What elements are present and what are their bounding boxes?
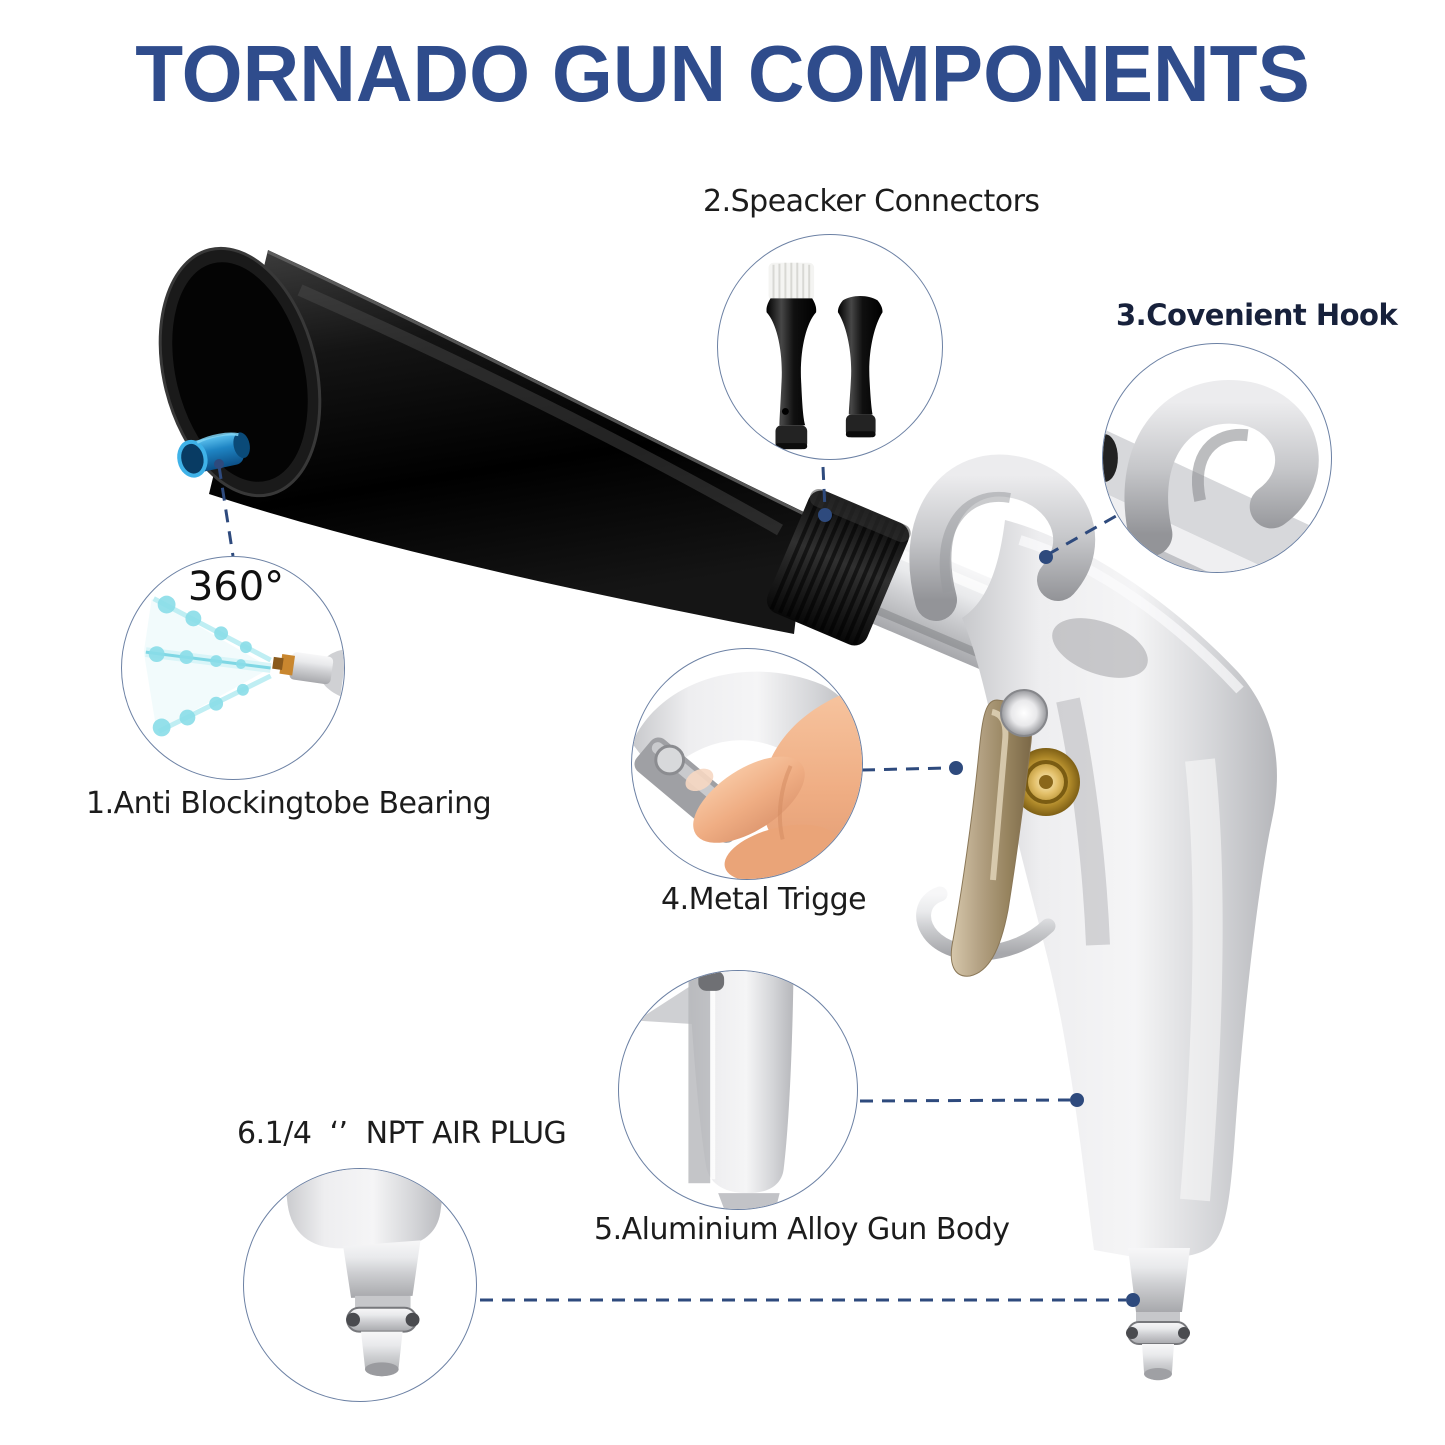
label-aluminium-body: 5.Aluminium Alloy Gun Body bbox=[594, 1212, 1010, 1247]
label-metal-trigger: 4.Metal Trigge bbox=[661, 882, 867, 917]
gun-body-illustration bbox=[636, 971, 794, 1209]
degree-annotation: 360° bbox=[187, 564, 285, 610]
callout-line-trigger bbox=[861, 766, 949, 772]
trigger-hand-illustration bbox=[632, 671, 862, 879]
spray-360-illustration bbox=[143, 595, 344, 737]
plug-body bbox=[283, 1169, 447, 1249]
callout-circle-trigger bbox=[631, 648, 863, 880]
hook-curve bbox=[1124, 380, 1319, 557]
callout-circle-body bbox=[618, 970, 858, 1210]
callout-circle-hook bbox=[1102, 343, 1332, 573]
page-title: TORNADO GUN COMPONENTS bbox=[135, 29, 1310, 118]
callout-dots bbox=[214, 459, 1140, 1307]
callout-circle-airplug bbox=[243, 1168, 477, 1402]
connector-with-brush bbox=[766, 262, 817, 450]
anti-blocking-tube bbox=[177, 432, 250, 478]
air-plug bbox=[1126, 1248, 1190, 1381]
callout-lines bbox=[217, 465, 1126, 1302]
trigger-guard bbox=[916, 886, 1056, 961]
connectors-illustration bbox=[766, 262, 883, 450]
callout-circle-connectors bbox=[717, 234, 943, 460]
trigger-pin bbox=[1000, 689, 1048, 737]
thumb bbox=[693, 756, 805, 843]
callout-line-hook bbox=[1046, 514, 1117, 557]
hook-illustration bbox=[1103, 380, 1331, 572]
metal-trigger bbox=[950, 689, 1080, 977]
callout-line-bearing bbox=[217, 465, 235, 557]
callout-line-connectors bbox=[821, 466, 827, 511]
label-npt-air-plug: 6.1/4 ‘’ NPT AIR PLUG bbox=[237, 1116, 567, 1151]
funnel-nozzle bbox=[158, 246, 808, 634]
label-convenient-hook: 3.Covenient Hook bbox=[1116, 298, 1398, 332]
callout-line-body bbox=[859, 1098, 1071, 1103]
funnel-opening bbox=[158, 246, 322, 498]
ribbed-collar bbox=[766, 488, 911, 646]
spray-nozzle bbox=[272, 649, 344, 697]
label-anti-blocking-bearing: 1.Anti Blockingtobe Bearing bbox=[86, 786, 492, 821]
spray-rays bbox=[145, 595, 272, 737]
label-speaker-connectors: 2.Speacker Connectors bbox=[703, 184, 1040, 219]
connector-plain bbox=[837, 295, 883, 438]
callout-circle-bearing bbox=[121, 556, 345, 780]
air-plug-illustration bbox=[283, 1169, 447, 1377]
